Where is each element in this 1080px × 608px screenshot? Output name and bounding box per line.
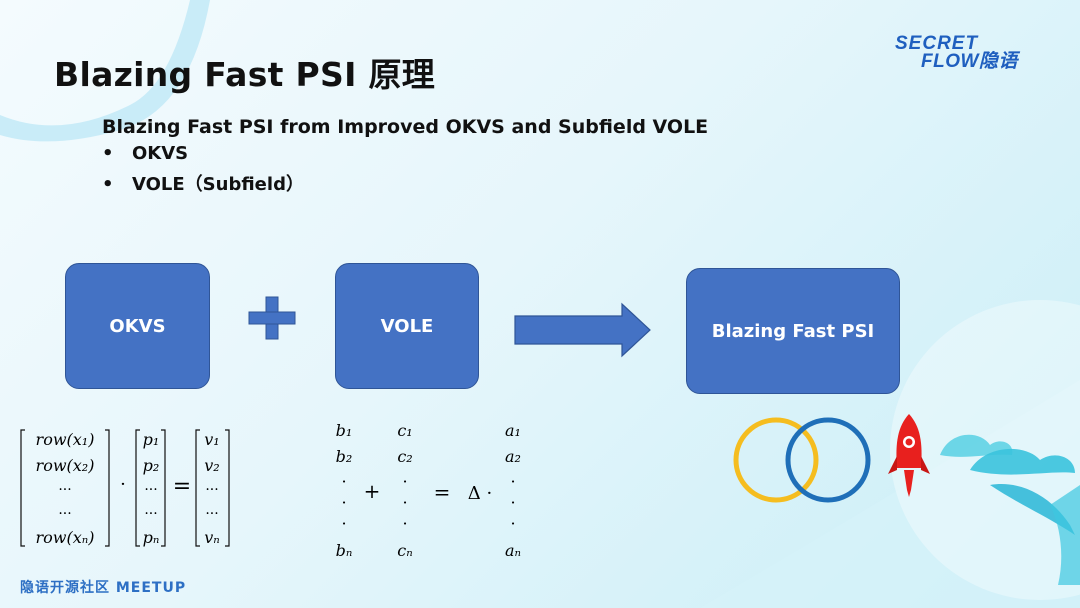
vole-b-cell: · <box>341 493 346 512</box>
okvs-row-cell: row(xₙ) <box>36 528 95 547</box>
okvs-p-cell: ··· <box>144 506 157 522</box>
okvs-p-cell: p₁ <box>143 430 160 449</box>
page-title: Blazing Fast PSI 原理 <box>54 55 436 94</box>
okvs-v-cell: v₁ <box>204 430 219 449</box>
vole-a-cell: · <box>510 493 515 512</box>
arrow-right-icon <box>514 302 651 358</box>
bullet-marker: • <box>102 174 114 195</box>
okvs-p-cell: p₂ <box>143 456 160 475</box>
okvs-row-cell: ··· <box>58 506 71 522</box>
vole-a-cell: a₁ <box>505 421 521 440</box>
okvs-equals: = <box>173 474 191 499</box>
okvs-dot-operator: · <box>120 474 126 495</box>
vole-plus: + <box>364 479 381 503</box>
bullet-marker: • <box>102 143 114 164</box>
vole-a-cell: · <box>510 472 515 491</box>
plus-operator-icon <box>248 296 296 340</box>
okvs-p-cell: pₙ <box>143 528 160 547</box>
vole-b-cell: b₁ <box>336 421 353 440</box>
leaf-decoration-icon <box>940 434 1080 585</box>
vole-equation: b₁ b₂ · · · bₙ + c₁ c₂ · · · cₙ = Δ · a₁… <box>336 421 521 560</box>
bullet-item: • VOLE（Subfield） <box>102 170 304 196</box>
vole-c-cell: c₂ <box>397 447 412 466</box>
footer-meetup-label: 隐语开源社区 MEETUP <box>20 580 187 596</box>
okvs-v-cell: ··· <box>205 482 218 498</box>
vole-b-cell: · <box>341 472 346 491</box>
okvs-row-cell: ··· <box>58 482 71 498</box>
okvs-v-cell: vₙ <box>204 528 220 547</box>
okvs-v-cell: v₂ <box>204 456 219 475</box>
logo-line-1: SECRET <box>895 33 979 54</box>
vole-delta: Δ · <box>468 483 492 504</box>
okvs-row-cell: row(x₂) <box>36 456 95 475</box>
bullet-text: OKVS <box>132 143 189 164</box>
okvs-p-cell: ··· <box>144 482 157 498</box>
vole-box: VOLE <box>335 263 479 389</box>
blazing-fast-psi-box: Blazing Fast PSI <box>686 268 900 394</box>
vole-b-cell: bₙ <box>336 541 353 560</box>
vole-b-cell: b₂ <box>336 447 353 466</box>
vole-a-cell: · <box>510 514 515 533</box>
vole-c-cell: · <box>402 472 407 491</box>
vole-equals: = <box>434 480 451 504</box>
vole-c-cell: · <box>402 514 407 533</box>
okvs-box: OKVS <box>65 263 210 389</box>
vole-c-cell: cₙ <box>397 541 412 560</box>
logo-line-2: FLOW隐语 <box>921 51 1018 72</box>
vole-a-cell: aₙ <box>505 541 521 560</box>
rocket-icon <box>888 414 930 497</box>
okvs-row-cell: row(x₁) <box>36 430 95 449</box>
vole-c-cell: · <box>402 493 407 512</box>
venn-circles-icon <box>733 417 871 503</box>
vole-b-cell: · <box>341 514 346 533</box>
okvs-v-cell: ··· <box>205 506 218 522</box>
bullet-text: VOLE（Subfield） <box>132 174 304 195</box>
bullet-item: • OKVS <box>102 143 188 164</box>
secretflow-logo: SECRET FLOW隐语 <box>895 33 1018 72</box>
vole-a-cell: a₂ <box>505 447 521 466</box>
vole-c-cell: c₁ <box>397 421 412 440</box>
okvs-equation: row(x₁) row(x₂) ··· ··· row(xₙ) · p₁ p₂ … <box>20 429 230 547</box>
slide-subtitle: Blazing Fast PSI from Improved OKVS and … <box>102 116 709 138</box>
